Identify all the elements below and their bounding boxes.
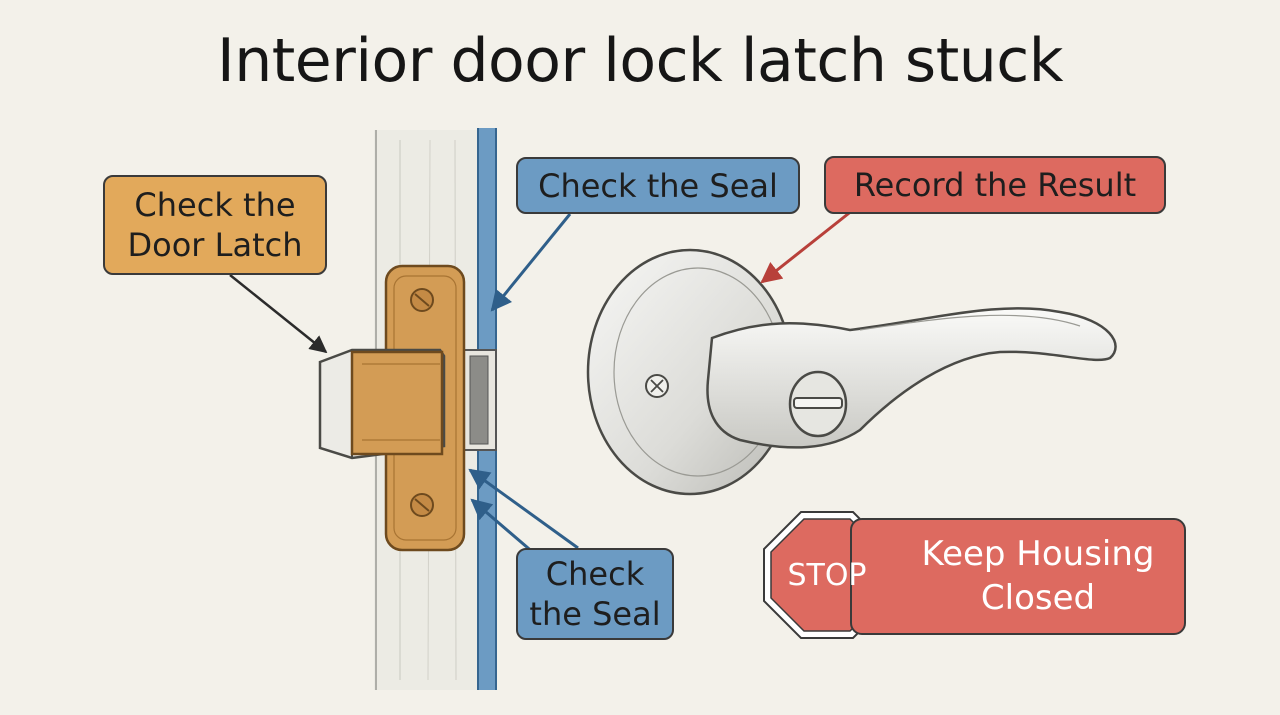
callout-record-result: Record the Result — [824, 156, 1166, 214]
callout-check-seal-bottom: Check the Seal — [516, 548, 674, 640]
callout-label: Check the Seal — [529, 555, 661, 633]
callout-check-door-latch: Check the Door Latch — [103, 175, 327, 275]
page-title: Interior door lock latch stuck — [217, 26, 1063, 96]
arrow-seal-bottom-1 — [468, 468, 579, 550]
arrow-door-latch — [229, 274, 328, 354]
arrow-seal-top — [490, 213, 572, 312]
callout-label: Check the Seal — [538, 166, 778, 205]
warning-message: Keep Housing Closed — [921, 533, 1155, 618]
arrow-record — [760, 204, 859, 284]
callout-check-seal-top: Check the Seal — [516, 157, 800, 214]
callout-label: Check the Door Latch — [127, 186, 303, 264]
callout-label: Record the Result — [853, 166, 1137, 204]
warning-panel — [850, 518, 1186, 635]
latch-bolt — [318, 348, 446, 460]
lever-handle — [706, 307, 1117, 449]
stop-sign-label: STOP — [787, 557, 867, 593]
